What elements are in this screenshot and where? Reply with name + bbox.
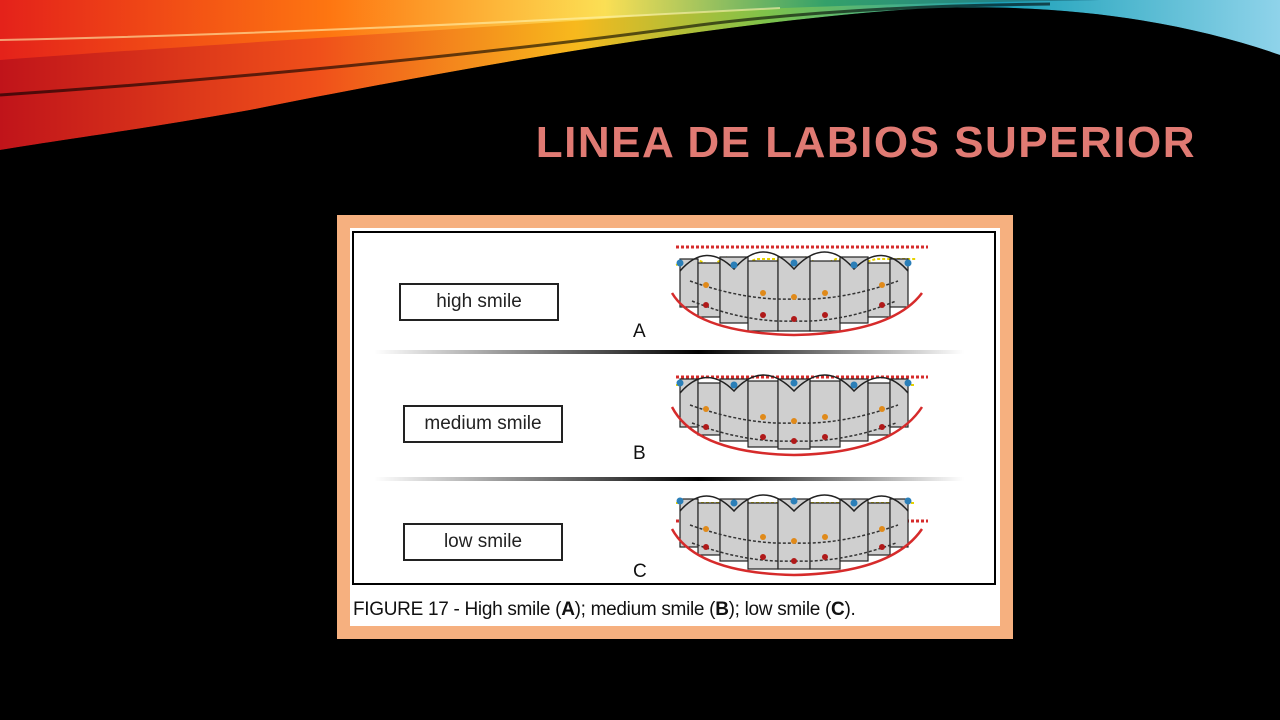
teeth-diagram-medium-smile: [670, 374, 928, 457]
teeth-diagram-low-smile: [670, 494, 928, 577]
caption-text: ); low smile (: [728, 599, 832, 620]
slide-title: LINEA DE LABIOS SUPERIOR: [535, 118, 1196, 167]
panel-label-medium-smile: medium smile: [403, 405, 563, 443]
caption-letter-c: C: [831, 599, 845, 620]
caption-letter-b: B: [715, 599, 729, 620]
panel-letter-c: C: [633, 561, 647, 582]
figure-frame: high smile A: [337, 215, 1013, 639]
caption-text: ).: [844, 599, 856, 620]
panel-letter-a: A: [633, 321, 646, 342]
caption-text: FIGURE 17 - High smile (: [353, 599, 562, 620]
panel-label-low-smile: low smile: [403, 523, 563, 561]
decorative-swoosh: [0, 0, 1280, 157]
teeth-diagram-high-smile: [670, 245, 928, 337]
panel-label-high-smile: high smile: [399, 283, 559, 321]
panel-letter-b: B: [633, 443, 646, 464]
panel-divider: [374, 477, 964, 481]
caption-letter-a: A: [561, 599, 575, 620]
figure-caption: FIGURE 17 - High smile (A); medium smile…: [353, 599, 856, 621]
caption-text: ); medium smile (: [574, 599, 716, 620]
figure: high smile A: [350, 228, 1000, 626]
panel-divider: [374, 350, 964, 354]
figure-diagram-box: high smile A: [352, 231, 996, 585]
